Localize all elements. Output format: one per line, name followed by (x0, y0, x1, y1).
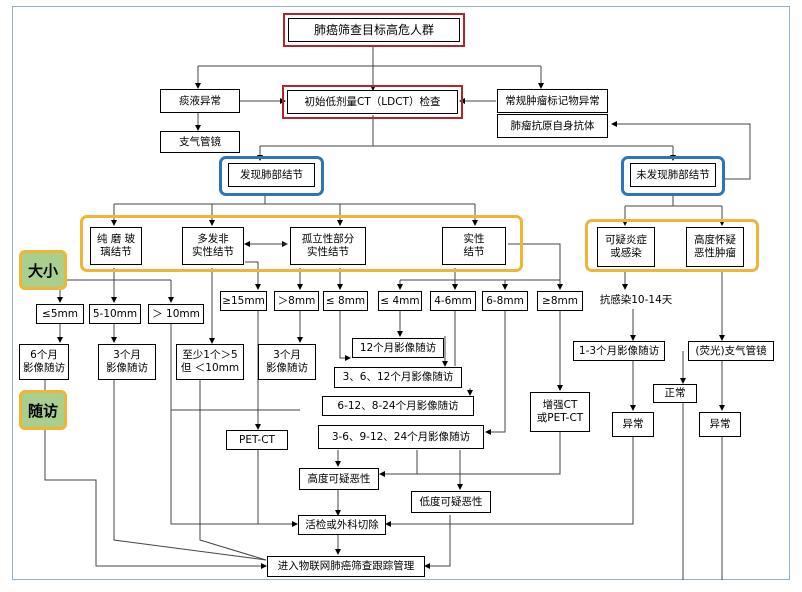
node-12m-followup: 12个月影像随访 (352, 338, 444, 358)
node-ldct: 初始低剂量CT（LDCT）检查 (282, 85, 463, 119)
node-solid-nodule: 实性 结节 (442, 227, 506, 265)
node-low-malignancy: 低度可疑恶性 (411, 491, 491, 513)
connector-lines (44, 45, 751, 580)
group-notfound (621, 156, 725, 196)
size-tag: 大小 (19, 250, 67, 290)
node-3-6-12m-followup: 3、6、12个月影像随访 (334, 367, 462, 388)
node-abnormal-2: 异常 (699, 412, 741, 437)
group-found (219, 156, 324, 196)
group-notfound-types (585, 219, 759, 272)
node-suspect-infection: 可疑炎症 或感染 (597, 227, 655, 267)
node-3-6-9-12-24m-followup: 3-6、9-12、24个月影像随访 (318, 425, 484, 449)
node-3m-followup-b: 3个月 影像随访 (258, 344, 316, 380)
node-size-le5: ≤5mm (36, 304, 84, 324)
node-pet-ct: PET-CT (226, 430, 288, 450)
node-tumor-markers: 常规肿瘤标记物异常 (497, 89, 608, 113)
node-abnormal-1: 异常 (612, 412, 654, 437)
node-bronchoscope: 支气管镜 (160, 131, 240, 153)
node-at-least-one: 至少1个＞5 但 ＜10mm (176, 344, 244, 380)
node-size-le4: ≤ 4mm (378, 291, 422, 311)
node-size-6-8: 6-8mm (482, 291, 528, 311)
diagram-frame (12, 6, 790, 580)
node-suspect-malignant: 高度怀疑 恶性肿瘤 (686, 227, 744, 267)
node-size-4-6: 4-6mm (430, 291, 476, 311)
node-pure-ggn: 纯 磨 玻 璃结节 (90, 227, 142, 265)
group-nodule-types (80, 215, 523, 272)
node-multiple-nonsolid: 多发非 实性结节 (182, 227, 244, 265)
node-normal: 正常 (653, 384, 697, 403)
node-anti-infection: 抗感染10-14天 (590, 291, 682, 309)
node-size-5-10: 5-10mm (89, 304, 141, 324)
node-enhanced-ct: 增强CT 或PET-CT (530, 392, 590, 432)
node-size-gt8: ＞8mm (274, 291, 319, 311)
node-size-gt10: ＞ 10mm (148, 304, 204, 324)
node-1-3m-followup: 1-3个月影像随访 (573, 341, 665, 361)
node-target-population: 肺癌筛查目标高危人群 (283, 13, 465, 47)
node-biopsy-surgery: 活检或外科切除 (298, 515, 386, 535)
node-6m-followup: 6个月 影像随访 (19, 344, 69, 380)
node-high-malignancy: 高度可疑恶性 (299, 468, 379, 490)
node-6-12-8-24m-followup: 6-12、8-24个月影像随访 (322, 396, 474, 416)
node-size-ge8: ≥8mm (537, 291, 583, 311)
node-sputum-abnormal: 痰液异常 (160, 89, 240, 113)
follow-tag: 随访 (19, 390, 67, 430)
node-iot-management: 进入物联网肺癌筛查跟踪管理 (267, 556, 425, 577)
node-3m-followup-a: 3个月 影像随访 (98, 344, 156, 380)
node-fluorescence-bronch: (荧光)支气管镜 (688, 341, 774, 361)
node-no-nodule: 未发现肺部结节 (630, 163, 716, 187)
node-size-ge15: ≥15mm (220, 291, 267, 311)
node-autoantibody: 肺瘤抗原自身抗体 (497, 114, 608, 138)
node-size-le8: ≤ 8mm (323, 291, 368, 311)
node-solitary-part-solid: 孤立性部分 实性结节 (290, 227, 366, 265)
node-found-nodule: 发现肺部结节 (228, 163, 315, 187)
